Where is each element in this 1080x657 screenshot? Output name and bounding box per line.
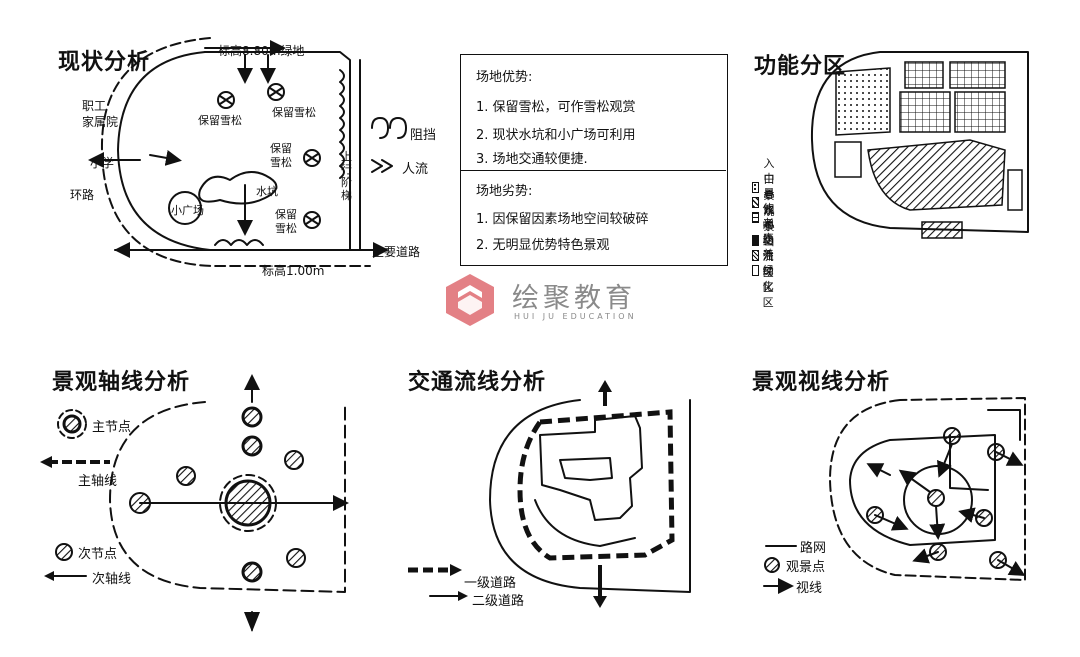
view-point-label: 观景点	[786, 560, 826, 575]
legend-label-green: 康养绿化区	[762, 232, 774, 309]
legend-swatch-solid	[752, 234, 759, 246]
logo-chinese-text: 绘聚教育	[512, 283, 636, 314]
block-label: 阻挡	[410, 128, 437, 143]
legend-entry-leisure: 休闲交流区	[752, 200, 782, 280]
cedar-label-4: 保留 雪松	[275, 208, 297, 235]
site-notes-frame	[460, 54, 728, 266]
cedar-symbol-2	[267, 83, 285, 101]
advantages-title: 场地优势:	[476, 70, 533, 85]
status-analysis-panel: 现状分析 标高8.80m绿地 职工 家属院 小学 环路 保留雪松 保留雪松 保留…	[0, 0, 460, 290]
sight-line-label: 视线	[796, 581, 823, 596]
ring-road-label: 环路	[70, 188, 95, 202]
staff-housing-label: 职工 家属院	[82, 99, 119, 129]
stairs-label: 上行阶梯	[341, 150, 352, 202]
legend-label-entrance: 入口景观	[763, 157, 775, 218]
legend-main-node-symbol	[57, 409, 87, 439]
main-axis-label: 主轴线	[78, 474, 118, 489]
cedar-label-1: 保留雪松	[198, 114, 242, 127]
disadvantage-1: 1. 因保留因素场地空间较破碎	[476, 212, 649, 227]
legend-entry-activity: 老幼活动区	[752, 215, 782, 295]
traffic-flow-panel: 交通流线分析 一级道路 二级道路	[380, 340, 730, 657]
sub-axis-label: 次轴线	[92, 572, 132, 587]
logo-english-text: HUI JU EDUCATION	[514, 312, 637, 321]
people-flow-label: 人流	[402, 162, 429, 177]
legend-entry-hill: 景观小山	[752, 185, 782, 249]
primary-road-label: 一级道路	[464, 576, 517, 591]
elevation-bottom-label: 标高1.00m	[262, 264, 325, 278]
landscape-view-drawing	[763, 397, 1026, 594]
school-label: 小学	[90, 156, 115, 170]
legend-swatch-hatch	[752, 196, 760, 208]
landscape-view-title: 景观视线分析	[752, 370, 891, 395]
sub-node-label: 次节点	[78, 547, 118, 562]
legend-label-water: 中心水景	[763, 172, 775, 233]
legend-swatch-empty	[752, 264, 759, 276]
water-pit-label: 水坑	[256, 185, 278, 198]
advantage-3: 3. 场地交通较便捷.	[476, 152, 588, 167]
site-notes-panel: 场地优势: 1. 保留雪松，可作雪松观赏 2. 现状水坑和小广场可利用 3. 场…	[460, 50, 735, 266]
landscape-axis-title: 景观轴线分析	[52, 370, 191, 395]
advantage-2: 2. 现状水坑和小广场可利用	[476, 128, 636, 143]
function-zoning-panel: 功能分区 入口景观 中心水景 景观小山 休闲交流区 老幼活动区	[740, 0, 1080, 309]
cedar-symbol-4	[303, 211, 321, 229]
legend-entry-entrance: 入口景观	[752, 155, 782, 219]
road-net-label: 路网	[800, 541, 827, 556]
logo-mark-icon	[446, 274, 494, 326]
elevation-top-label: 标高8.80m绿地	[218, 44, 305, 58]
cedar-symbol-1	[217, 91, 235, 109]
cedar-symbol-3	[303, 149, 321, 167]
traffic-flow-drawing	[408, 380, 691, 608]
main-node-label: 主节点	[92, 420, 132, 435]
cedar-label-2: 保留雪松	[272, 106, 316, 119]
legend-swatch-cross	[752, 249, 759, 261]
advantage-1: 1. 保留雪松，可作雪松观赏	[476, 100, 636, 115]
legend-swatch-grid	[752, 211, 760, 223]
brand-logo: 绘聚教育 HUI JU EDUCATION	[440, 270, 670, 330]
legend-label-hill: 景观小山	[763, 187, 775, 248]
legend-label-activity: 老幼活动区	[762, 217, 774, 294]
status-analysis-drawing	[88, 37, 407, 267]
small-square-label: 小广场	[171, 204, 204, 217]
site-notes-divider	[460, 170, 726, 171]
legend-label-leisure: 休闲交流区	[762, 202, 774, 279]
status-analysis-title: 现状分析	[58, 50, 151, 75]
main-road-label: 主要道路	[372, 245, 421, 259]
legend-swatch-dots	[752, 181, 760, 193]
legend-entry-green: 康养绿化区	[752, 230, 782, 310]
secondary-road-label: 二级道路	[472, 594, 525, 609]
main-node-center	[219, 474, 277, 532]
cedar-label-3: 保留 雪松	[270, 142, 292, 169]
disadvantages-title: 场地劣势:	[476, 184, 533, 199]
function-zoning-drawing	[810, 51, 1029, 239]
landscape-axis-drawing	[40, 374, 349, 632]
legend-entry-water: 中心水景	[752, 170, 782, 234]
traffic-flow-title: 交通流线分析	[408, 370, 547, 395]
landscape-view-panel: 景观视线分析 路网 观景点 视线	[730, 340, 1080, 657]
disadvantage-2: 2. 无明显优势特色景观	[476, 238, 610, 253]
landscape-axis-panel: 景观轴线分析 主节点 主轴线 次节点 次轴线	[0, 340, 380, 657]
